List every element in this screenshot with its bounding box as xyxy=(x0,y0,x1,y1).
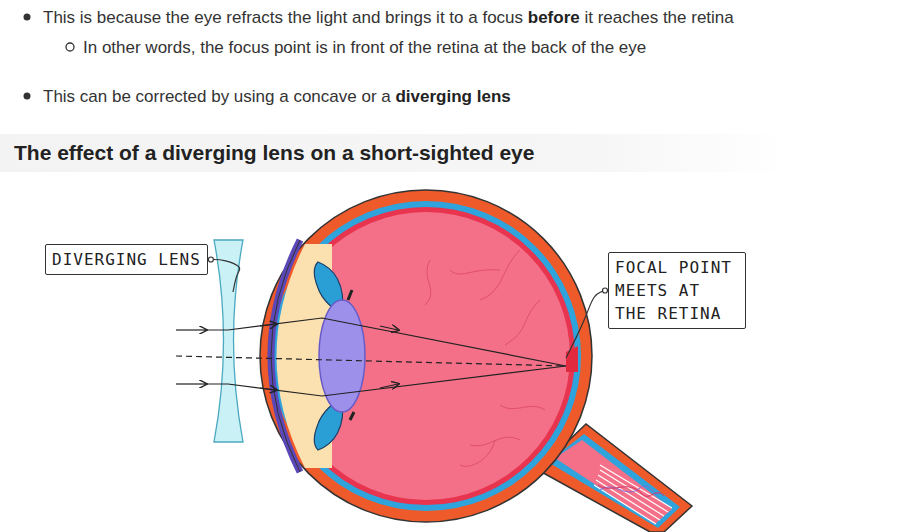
blood-vessel xyxy=(460,437,520,466)
callout-text: FOCAL POINT MEETS AT THE RETINA xyxy=(615,256,739,325)
leader-line xyxy=(208,257,607,358)
optic-nerve xyxy=(598,485,664,496)
bullet-text: In other words, the focus point is in fr… xyxy=(83,37,893,58)
diverging-lens-symbol xyxy=(214,240,243,442)
diverging-lens-symbol xyxy=(214,240,243,442)
light-ray xyxy=(204,318,566,366)
retina-spot xyxy=(566,346,578,372)
light-ray xyxy=(260,388,276,390)
heading-band xyxy=(0,134,790,172)
optic-nerve xyxy=(548,434,680,528)
light-ray xyxy=(176,329,206,330)
blood-vessel xyxy=(425,260,431,305)
bullet-dot xyxy=(24,14,31,21)
callout-text: DIVERGING LENS xyxy=(52,248,201,271)
blood-vessel xyxy=(500,405,545,410)
light-ray xyxy=(380,384,398,388)
heading-band xyxy=(0,134,790,172)
bullet-text: This is because the eye refracts the lig… xyxy=(43,7,893,28)
optic-nerve xyxy=(555,440,672,524)
heading: The effect of a diverging lens on a shor… xyxy=(14,140,534,166)
leader-line xyxy=(208,257,213,262)
eyeball xyxy=(271,201,581,511)
leader-line xyxy=(566,291,605,359)
eyeball xyxy=(277,207,575,505)
callout-box: DIVERGING LENS xyxy=(45,244,208,275)
front-chamber xyxy=(271,240,300,472)
light-ray xyxy=(204,366,566,396)
light-ray xyxy=(176,318,566,396)
bullet-dot xyxy=(24,93,31,100)
optic-nerve xyxy=(594,465,672,524)
leader-line xyxy=(211,260,240,293)
light-ray xyxy=(260,324,276,326)
retina-spot xyxy=(566,346,578,372)
callout-box: FOCAL POINT MEETS AT THE RETINA xyxy=(608,252,746,329)
bullet-text: This can be corrected by using a concave… xyxy=(43,86,893,107)
front-chamber xyxy=(271,240,300,472)
leader-line xyxy=(603,288,608,293)
light-ray xyxy=(176,383,206,384)
blood-vessel xyxy=(450,250,520,300)
light-ray xyxy=(380,326,398,330)
eyeball xyxy=(260,190,592,522)
eyeball xyxy=(260,190,592,522)
light-ray xyxy=(176,356,566,366)
bullet-dot xyxy=(66,43,74,51)
blood-vessel xyxy=(505,300,540,345)
